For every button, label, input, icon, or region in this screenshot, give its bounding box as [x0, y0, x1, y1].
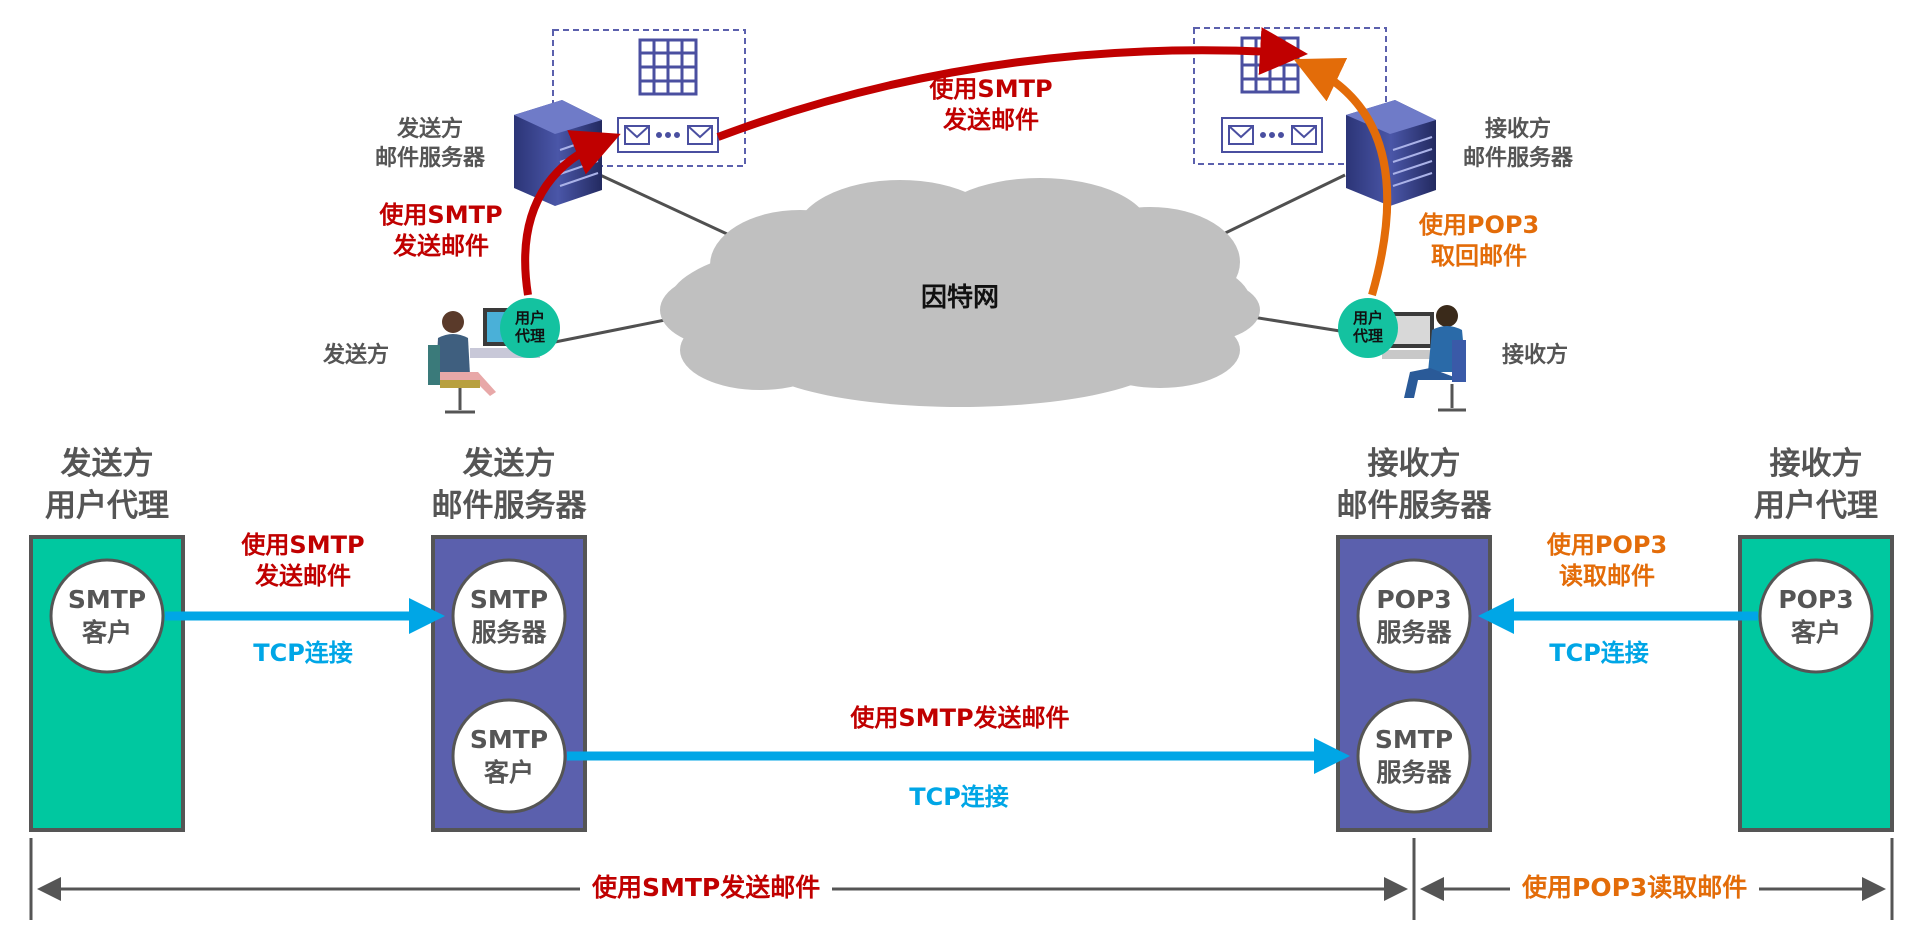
link2-tcp-label: TCP连接 — [909, 783, 1009, 811]
receiver-server-label: 接收方 邮件服务器 — [1462, 117, 1573, 171]
pop3-server-text: POP3 服务器 — [1376, 585, 1452, 647]
receiver-ua-title: 接收方 用户代理 — [1754, 446, 1878, 524]
smtp-ua-to-server-arrow — [521, 130, 621, 296]
pop3-client-circle — [1758, 558, 1874, 674]
sender-server-label: 发送方 邮件服务器 — [374, 117, 485, 171]
sender-user-agent-text: 用户 代理 — [514, 309, 545, 345]
sender-user-agent-badge — [500, 298, 560, 358]
link3-tcp-label: TCP连接 — [1549, 639, 1649, 667]
pop3-server-circle — [1356, 558, 1472, 674]
smtp-client-circle — [49, 558, 165, 674]
pop3-client-text: POP3 客户 — [1778, 585, 1854, 647]
internet-label: 因特网 — [920, 283, 999, 313]
link1-tcp-label: TCP连接 — [253, 639, 353, 667]
receiver-label: 接收方 — [1501, 343, 1568, 368]
mailbox-icon — [638, 38, 698, 96]
smtp-client-2-text: SMTP 客户 — [469, 725, 549, 787]
bar-smtp-label: 使用SMTP发送邮件 — [580, 872, 833, 905]
receiver-server-title: 接收方 邮件服务器 — [1336, 446, 1492, 524]
mailbox-icon — [1240, 36, 1300, 94]
smtp-server-2-circle — [1356, 698, 1472, 814]
link3-label: 使用POP3 读取邮件 — [1546, 531, 1668, 591]
envelope-icon — [617, 117, 719, 153]
cloud-icon — [660, 178, 1260, 407]
smtp-server-text: SMTP 服务器 — [469, 585, 549, 647]
smtp-server-to-server-arrow — [716, 27, 1308, 141]
smtp-server-circle — [451, 558, 567, 674]
smtp-client-text: SMTP 客户 — [67, 585, 147, 647]
smtp-ua-to-server-label: 使用SMTP 发送邮件 — [379, 201, 503, 261]
sender-label: 发送方 — [322, 343, 389, 368]
bar-pop3-label: 使用POP3读取邮件 — [1510, 872, 1760, 905]
pop3-fetch-label: 使用POP3 取回邮件 — [1418, 211, 1540, 271]
smtp-server-to-server-label: 使用SMTP 发送邮件 — [929, 75, 1053, 135]
sender-mailbox — [552, 29, 746, 167]
sender-ua-box — [29, 535, 185, 832]
smtp-client-2-circle — [451, 698, 567, 814]
link1-label: 使用SMTP 发送邮件 — [241, 531, 365, 591]
smtp-server-2-text: SMTP 服务器 — [1374, 725, 1454, 787]
sender-server-title: 发送方 邮件服务器 — [431, 446, 587, 524]
receiver-user-agent-badge — [1338, 298, 1398, 358]
sender-ua-title: 发送方 用户代理 — [45, 446, 169, 524]
receiver-user-agent-text: 用户 代理 — [1352, 309, 1383, 345]
mail-server-icon — [514, 100, 602, 206]
envelope-icon — [1221, 117, 1323, 153]
link2-label: 使用SMTP发送邮件 — [850, 704, 1070, 732]
pop3-fetch-arrow — [1293, 58, 1392, 297]
